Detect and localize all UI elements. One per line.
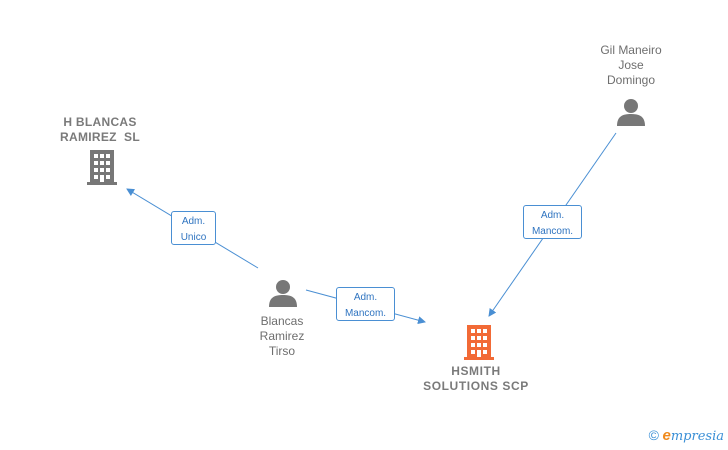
edge-label-line2: Mancom. (531, 226, 574, 237)
edge-label-line1: Adm. (353, 292, 378, 303)
brand-footer: © empresia (649, 427, 724, 444)
node-h-blancas-line1: H BLANCAS (63, 115, 137, 129)
node-gil-maneiro-line1: Gil Maneiro (600, 43, 662, 57)
node-blancas-ramirez-line1: Blancas (260, 314, 304, 328)
node-hsmith-line1: HSMITH (451, 364, 501, 378)
node-h-blancas-label: H BLANCAS RAMIREZ SL (40, 115, 160, 145)
edge-label-line1: Adm. (540, 210, 565, 221)
building-icon[interactable] (85, 148, 119, 186)
node-hsmith-label: HSMITH SOLUTIONS SCP (406, 364, 546, 394)
edge-label-adm-unico[interactable]: Adm. Unico (171, 211, 216, 245)
brand-logo-e: e (662, 427, 671, 444)
brand-logo-text: mpresia (670, 429, 724, 444)
node-h-blancas-line2: RAMIREZ SL (60, 130, 140, 144)
node-gil-maneiro-line2: Jose (618, 58, 644, 72)
node-hsmith-line2: SOLUTIONS SCP (423, 379, 529, 393)
main-company-building-icon[interactable] (462, 323, 496, 361)
node-gil-maneiro-line3: Domingo (606, 73, 656, 87)
person-icon[interactable] (268, 278, 298, 308)
copyright-icon: © (648, 427, 659, 443)
node-blancas-ramirez-label: Blancas Ramirez Tirso (222, 314, 342, 359)
edge-label-line2: Mancom. (344, 308, 387, 319)
edge-label-adm-mancom-gil[interactable]: Adm. Mancom. (523, 205, 582, 239)
person-icon[interactable] (616, 97, 646, 127)
node-blancas-ramirez-line2: Ramirez (259, 329, 305, 343)
edge-label-line2: Unico (180, 232, 207, 243)
edge-label-line1: Adm. (181, 216, 206, 227)
edge-label-adm-mancom-blancas[interactable]: Adm. Mancom. (336, 287, 395, 321)
node-gil-maneiro-label: Gil Maneiro Jose Domingo (571, 43, 691, 88)
node-blancas-ramirez-line3: Tirso (268, 344, 296, 358)
